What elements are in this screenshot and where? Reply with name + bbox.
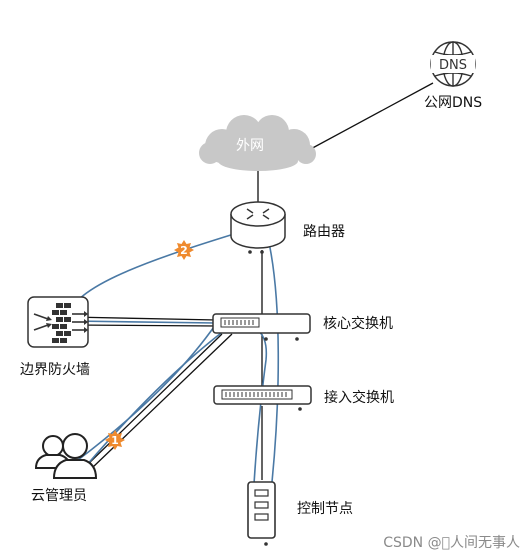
core-switch-icon — [212, 313, 311, 341]
flow-lines — [66, 233, 280, 485]
control-node-label: 控制节点 — [297, 501, 353, 517]
watermark: CSDN @ 人间无事人 — [383, 535, 520, 551]
link-firewall-core-a — [69, 316, 218, 321]
link-admin-core-b — [91, 333, 233, 469]
step-marker-2-text: 2 — [180, 244, 188, 257]
link-admin-core-a — [83, 333, 223, 469]
core-switch-label: 核心交换机 — [323, 316, 393, 332]
firewall-icon — [27, 296, 89, 348]
step-marker-2: 2 — [174, 240, 194, 260]
dns-globe-icon: DNS — [430, 41, 476, 87]
flow-admin-core-control — [85, 325, 268, 485]
router-icon — [230, 201, 286, 254]
dns-label: 公网DNS — [424, 95, 483, 111]
flow-admin-firewall-router-control — [66, 233, 280, 483]
admin-users-icon — [34, 433, 98, 479]
access-switch-label: 接入交换机 — [324, 390, 394, 406]
access-switch-icon — [213, 385, 312, 411]
step-marker-1: 1 — [105, 430, 125, 450]
step-marker-1-text: 1 — [111, 434, 119, 447]
link-firewall-core-b — [69, 324, 218, 327]
internet-cloud-icon — [199, 115, 316, 171]
link-dns-internet — [306, 82, 434, 152]
admin-label: 云管理员 — [31, 488, 87, 504]
physical-links — [69, 82, 434, 480]
control-node-server-icon — [247, 481, 276, 546]
flow-firewall-core — [71, 320, 217, 324]
dns-icon-text: DNS — [439, 58, 467, 73]
router-label: 路由器 — [303, 224, 345, 240]
internet-label: 外网 — [236, 138, 264, 154]
firewall-label: 边界防火墙 — [20, 362, 90, 378]
